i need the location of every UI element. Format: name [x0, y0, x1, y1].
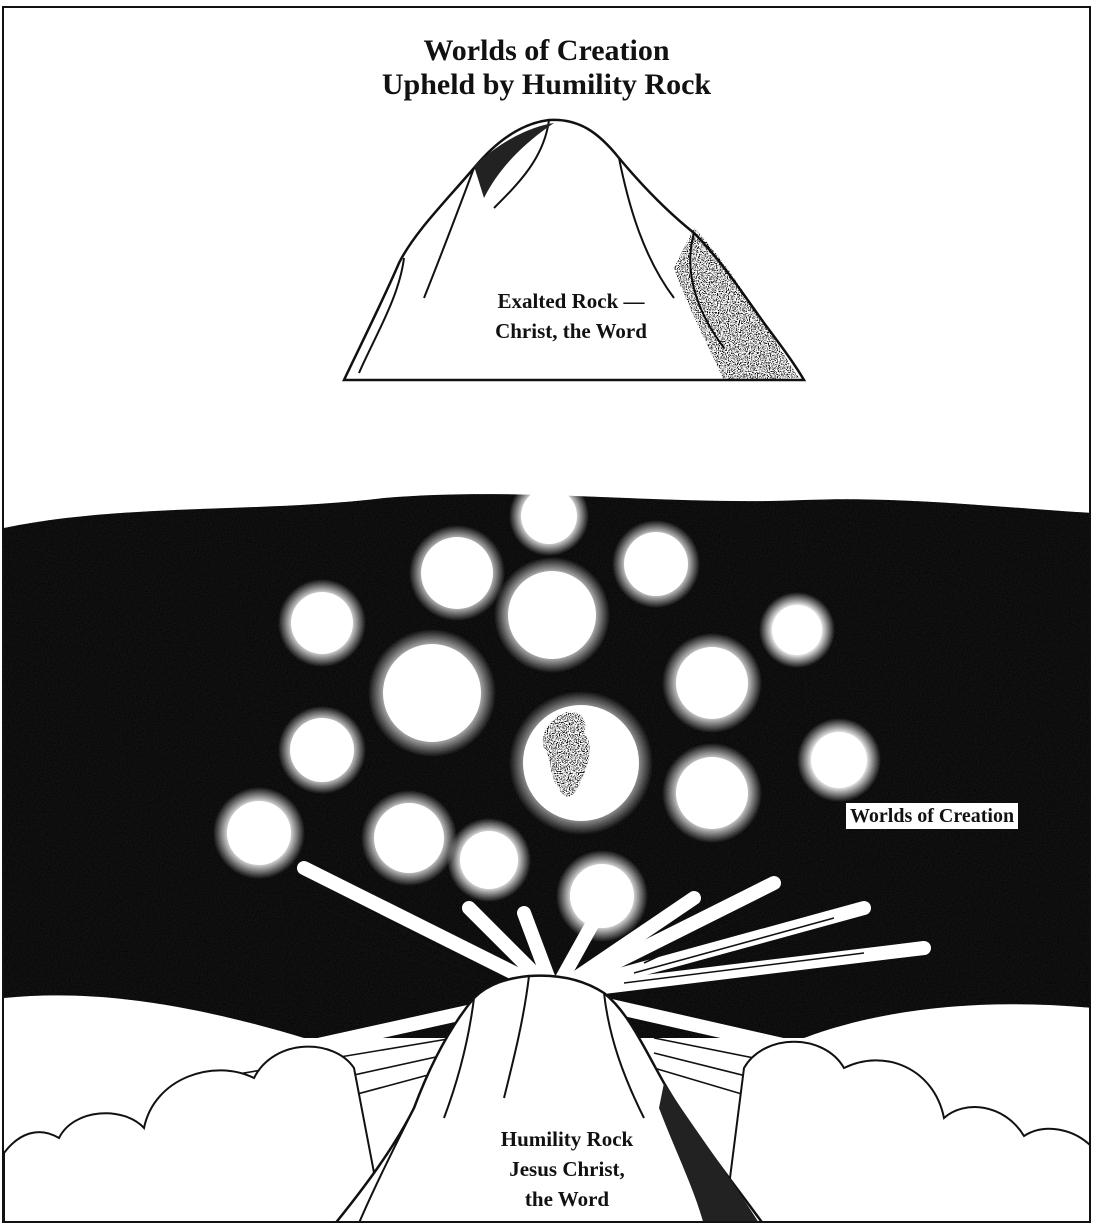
planet	[508, 571, 596, 659]
planet	[676, 757, 748, 829]
planet	[383, 644, 481, 742]
planet	[811, 732, 867, 788]
planet	[374, 803, 444, 873]
illustration-frame: Worlds of Creation Upheld by Humility Ro…	[2, 6, 1091, 1223]
humility-rock-label-line-3: the Word	[472, 1184, 662, 1214]
humility-rock-label-line-1: Humility Rock	[472, 1124, 662, 1154]
worlds-of-creation-label: Worlds of Creation	[846, 803, 1018, 829]
planet	[290, 718, 354, 782]
planet	[460, 831, 518, 889]
planet	[421, 537, 493, 609]
exalted-rock-label-line-1: Exalted Rock —	[466, 286, 676, 316]
planet	[772, 605, 822, 655]
diagram-title: Worlds of Creation Upheld by Humility Ro…	[4, 34, 1089, 102]
planet	[227, 801, 291, 865]
title-line-1: Worlds of Creation	[4, 34, 1089, 68]
illustration-artwork	[4, 8, 1091, 1223]
planet	[291, 592, 353, 654]
exalted-rock-label-line-2: Christ, the Word	[466, 316, 676, 346]
humility-rock-label-line-2: Jesus Christ,	[472, 1154, 662, 1184]
planet	[521, 488, 577, 544]
title-line-2: Upheld by Humility Rock	[4, 68, 1089, 102]
planet	[624, 532, 688, 596]
humility-rock-label: Humility Rock Jesus Christ, the Word	[472, 1124, 662, 1214]
exalted-rock-label: Exalted Rock — Christ, the Word	[466, 286, 676, 346]
planet	[676, 647, 748, 719]
